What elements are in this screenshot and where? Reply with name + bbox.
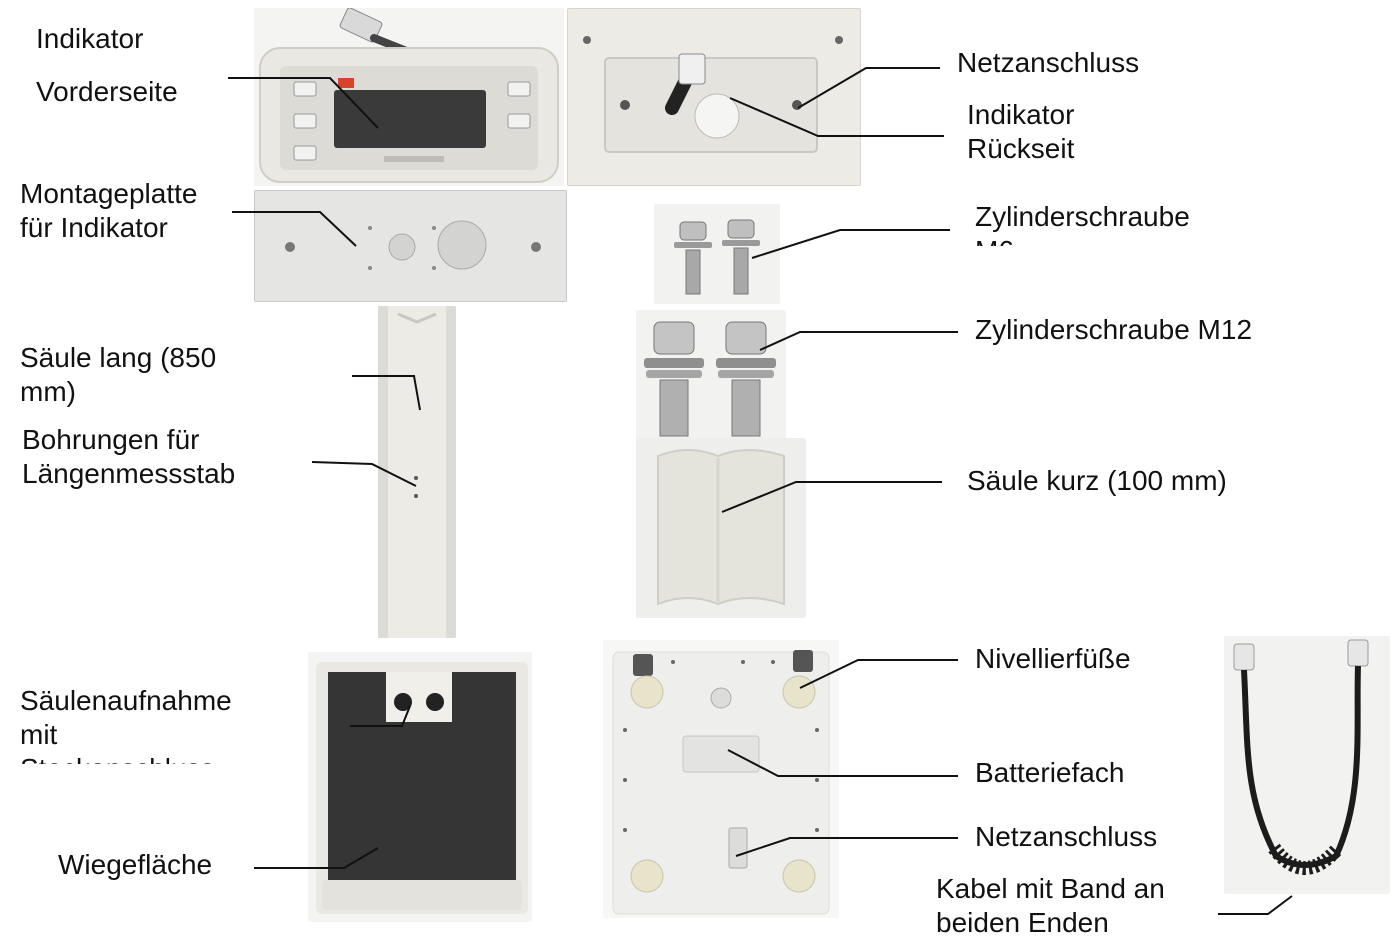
m12-screws-photo xyxy=(636,310,786,440)
label-indikator: Indikator xyxy=(36,22,143,56)
indicator-rear-photo xyxy=(567,8,861,186)
short-column-photo xyxy=(636,438,806,618)
platform-underside-photo xyxy=(603,640,839,918)
label-nivellierfuesse: Nivellierfüße xyxy=(975,642,1131,676)
label-saeule-kurz: Säule kurz (100 mm) xyxy=(967,464,1227,498)
label-saeulenaufnahme: Säulenaufnahme mit Steckanschluss xyxy=(20,684,232,764)
label-montageplatte: Montageplatte für Indikator xyxy=(20,177,197,245)
leader-m6 xyxy=(752,230,950,258)
label-netzanschluss-bottom: Netzanschluss xyxy=(975,820,1157,854)
label-wiegeflaeche: Wiegefläche xyxy=(58,848,212,882)
label-netzanschluss-top: Netzanschluss xyxy=(957,46,1139,80)
leader-kabel xyxy=(1218,896,1292,914)
m6-screws-photo xyxy=(654,204,780,304)
label-zylinderschraube-m12: Zylinderschraube M12 xyxy=(975,313,1252,347)
long-column-photo xyxy=(378,306,456,638)
indicator-front-photo xyxy=(254,8,564,186)
cable-photo xyxy=(1224,636,1390,894)
weighing-platform-photo xyxy=(308,652,532,922)
label-vorderseite: Vorderseite xyxy=(36,75,178,109)
label-indikator-rueckseite: Indikator Rückseit xyxy=(967,98,1074,166)
label-zylinderschraube-m6: Zylinderschraube M6 xyxy=(975,200,1190,246)
label-bohrungen: Bohrungen für Längenmessstab xyxy=(22,423,235,491)
label-batteriefach: Batteriefach xyxy=(975,756,1124,790)
leader-m12 xyxy=(760,332,958,350)
mounting-plate-photo xyxy=(254,190,567,302)
label-saeule-lang: Säule lang (850 mm) xyxy=(20,341,216,409)
label-kabel: Kabel mit Band an beiden Enden xyxy=(936,872,1165,940)
